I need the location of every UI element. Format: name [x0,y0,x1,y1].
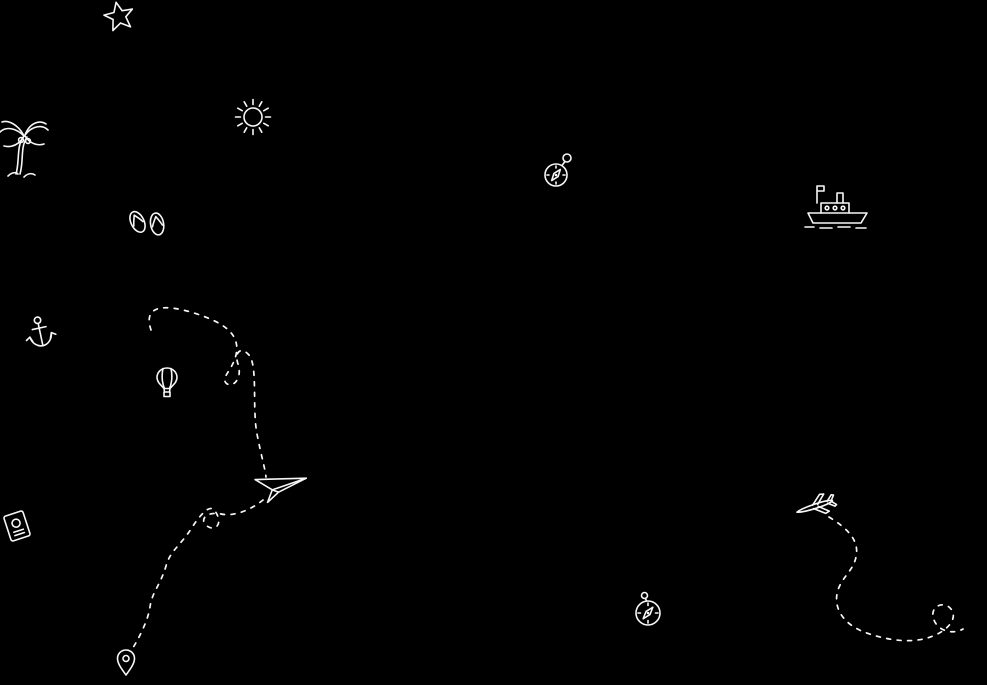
location-pin-icon [116,649,136,676]
palm-tree-icon [0,120,49,178]
anchor-icon [25,316,57,347]
passport-icon [3,510,31,542]
jet-plane-icon [796,493,838,515]
compass-icon-bottom [635,591,661,626]
route-dashed-loop-upper [148,306,267,478]
paper-plane-icon [254,477,308,504]
sun-icon [234,98,272,136]
route-dashed-jet-trail [828,516,964,642]
compass-icon [544,153,572,187]
flip-flops-icon [129,210,165,236]
star-icon [103,1,134,32]
hot-air-balloon-icon [156,367,178,398]
route-dashed-to-pin [130,499,264,652]
steamboat-icon [804,185,868,229]
